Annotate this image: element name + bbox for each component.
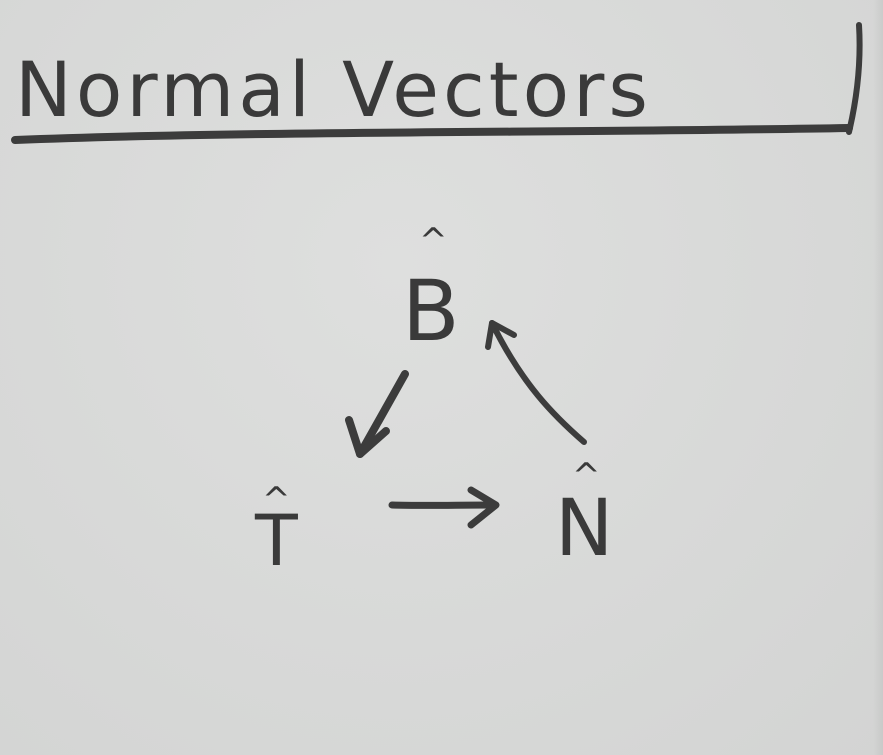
page-title: Normal Vectors (15, 45, 652, 134)
t-vector-label: T (254, 500, 298, 582)
n-vector-hat: ^ (572, 456, 601, 496)
t-to-n-arrow (388, 486, 500, 529)
n-vector-label: N (555, 484, 613, 574)
b-vector-label: B (402, 262, 460, 360)
title-underline (11, 124, 853, 144)
n-to-b-arrow (485, 320, 587, 445)
t-vector-hat: ^ (262, 480, 291, 520)
b-vector-hat: ^ (419, 221, 448, 261)
b-to-t-arrow (345, 370, 409, 458)
card-edge (873, 0, 883, 755)
title-vertical-bar (846, 22, 863, 135)
